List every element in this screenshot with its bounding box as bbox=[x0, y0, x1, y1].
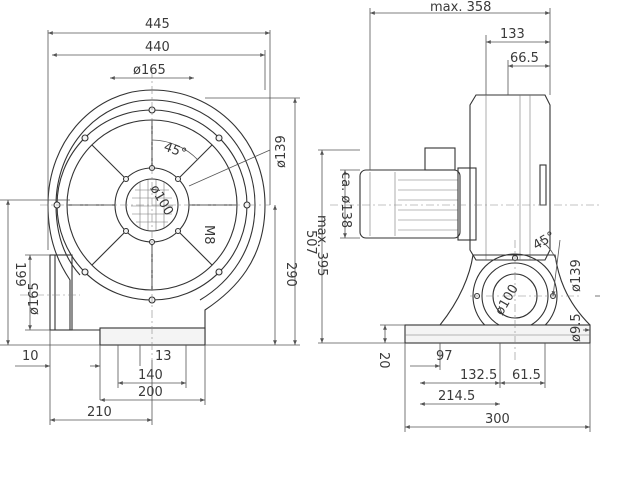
motor-fins bbox=[398, 179, 458, 231]
motor-flange bbox=[457, 167, 477, 241]
dim-66-5: 66.5 bbox=[510, 51, 539, 66]
support-stand bbox=[439, 254, 591, 326]
outlet-flange bbox=[49, 254, 73, 331]
dim-13: 13 bbox=[155, 349, 172, 364]
dim-200: 200 bbox=[138, 385, 163, 400]
volute-housing bbox=[47, 89, 266, 346]
dim-outlet-diameter: ø165 bbox=[27, 282, 42, 315]
dim-spoke-angle: 45° bbox=[162, 140, 189, 162]
dim-445: 445 bbox=[145, 17, 170, 32]
dim-flange-diameter: ø139 bbox=[274, 135, 289, 168]
dim-97: 97 bbox=[436, 349, 453, 364]
dim-132-5: 132.5 bbox=[460, 368, 497, 383]
side-view: max. 358 133 66.5 ca. ø138 max. 395 45° … bbox=[314, 0, 600, 432]
dim-133: 133 bbox=[500, 27, 525, 42]
dim-507: 507 bbox=[303, 230, 318, 255]
base-plate bbox=[99, 327, 206, 346]
dim-hole-diameter: ø9.5 bbox=[569, 313, 584, 342]
terminal-box bbox=[424, 147, 456, 171]
dim-214-5: 214.5 bbox=[438, 389, 475, 404]
dim-210: 210 bbox=[87, 405, 112, 420]
dim-inlet-diameter: ø165 bbox=[133, 63, 166, 78]
side-base-plate bbox=[404, 324, 591, 344]
motor-body bbox=[359, 169, 461, 239]
dim-440: 440 bbox=[145, 40, 170, 55]
dim-thread: M8 bbox=[201, 225, 216, 245]
dim-side-bore-diameter: ø100 bbox=[492, 282, 521, 318]
dim-20: 20 bbox=[376, 352, 391, 369]
dim-max-395: max. 395 bbox=[314, 215, 329, 276]
dim-10: 10 bbox=[22, 349, 39, 364]
dim-290: 290 bbox=[283, 262, 298, 287]
dim-motor-diameter: ca. ø138 bbox=[338, 172, 353, 228]
dim-140: 140 bbox=[138, 368, 163, 383]
volute-inner bbox=[55, 99, 256, 301]
dim-199: 199 bbox=[12, 262, 27, 287]
dim-61-5: 61.5 bbox=[512, 368, 541, 383]
dim-300: 300 bbox=[485, 412, 510, 427]
dim-side-flange-diameter: ø139 bbox=[569, 259, 584, 292]
dim-side-spoke-angle: 45° bbox=[531, 229, 558, 254]
housing-side bbox=[469, 94, 551, 261]
front-view: 445 440 ø165 45° ø139 ø100 M8 507 290 19… bbox=[0, 17, 318, 425]
dim-max-358: max. 358 bbox=[430, 0, 491, 15]
